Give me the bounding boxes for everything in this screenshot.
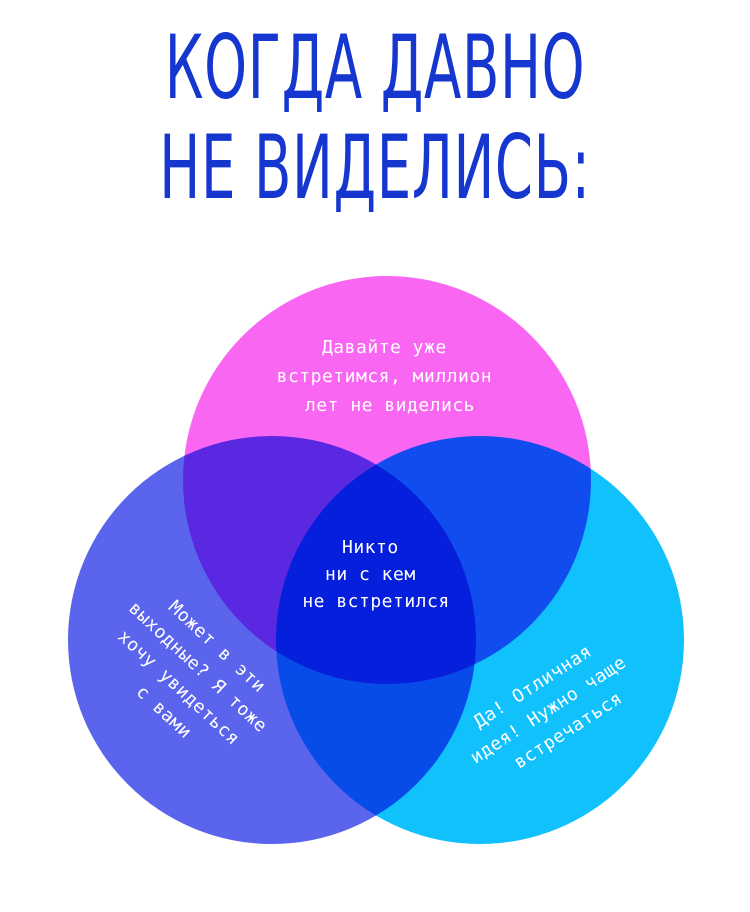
title-line-1: КОГДА ДАВНО bbox=[164, 16, 586, 119]
circle-right bbox=[276, 436, 684, 844]
center-text-line: не встретился bbox=[302, 591, 449, 612]
title-line-2: НЕ ВИДЕЛИСЬ: bbox=[159, 116, 591, 219]
center-text: Никто ни с кем не встретился bbox=[302, 537, 449, 612]
top-circle-text: Давайте уже встретимся, миллион лет не в… bbox=[277, 337, 504, 416]
center-text-line: ни с кем bbox=[325, 564, 416, 585]
top-text-line: Давайте уже bbox=[322, 337, 447, 358]
center-text-line: Никто bbox=[342, 537, 399, 558]
top-text-line: встретимся, миллион bbox=[277, 366, 492, 387]
top-text-line: лет не виделись bbox=[305, 395, 475, 416]
